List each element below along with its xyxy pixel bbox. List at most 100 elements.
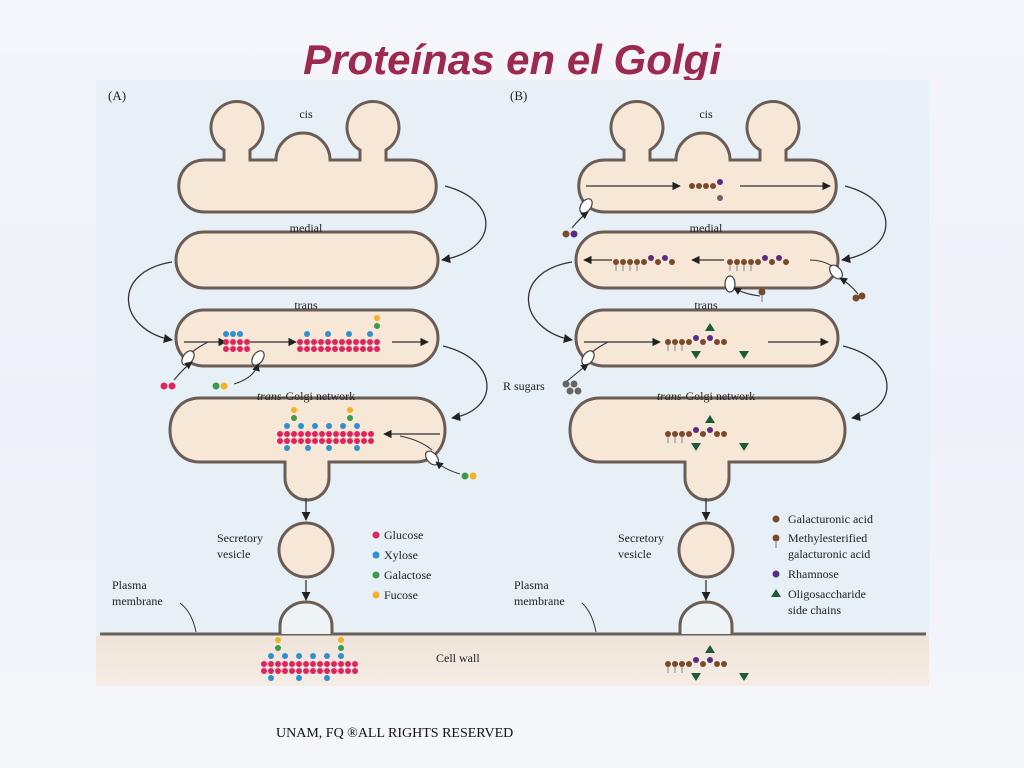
fucose-dot — [469, 472, 477, 480]
galacturonic-unit — [641, 259, 647, 265]
galacturonic-unit — [710, 183, 716, 189]
glucose-unit — [324, 661, 330, 667]
arrow-medial-to-trans-a — [127, 261, 173, 343]
trans-label-a: trans — [294, 298, 318, 312]
methyl-galacturonic-unit — [679, 431, 685, 437]
galactose-dot — [461, 472, 469, 480]
methyl-galacturonic-unit — [665, 661, 671, 667]
glucose-unit — [374, 339, 380, 345]
oligosaccharide-triangle — [691, 443, 701, 451]
glucose-unit — [368, 431, 374, 437]
legend-glucose-dot — [372, 531, 380, 539]
oligosaccharide-triangle — [691, 351, 701, 359]
galactose-unit — [338, 645, 344, 651]
oligosaccharide-triangle — [739, 351, 749, 359]
galacturonic-unit — [755, 259, 761, 265]
inner-arrow-a-1 — [191, 341, 209, 353]
legend-oligo-triangle — [771, 589, 781, 597]
glucose-unit — [352, 668, 358, 674]
panel-b: (B) cis medial trans trans-Golgi network… — [503, 88, 888, 681]
xyloglucan-chains — [223, 315, 380, 681]
glucose-unit — [298, 438, 304, 444]
plasma-label-b-2: membrane — [514, 594, 565, 608]
glucose-unit — [291, 438, 297, 444]
glucose-unit — [331, 661, 337, 667]
glucose-dot — [160, 382, 168, 390]
glucose-unit — [333, 431, 339, 437]
secretory-label-b-2: vesicle — [618, 547, 651, 561]
arrow-trans-to-tgn-b — [842, 345, 888, 422]
rhamnose-unit — [776, 255, 782, 261]
slide-title: Proteínas en el Golgi — [303, 36, 721, 83]
glucose-unit — [353, 346, 359, 352]
rhamnose-unit — [707, 335, 713, 341]
oligosaccharide-triangle — [705, 645, 715, 653]
galacturonic-unit — [721, 431, 727, 437]
trans-cisterna-a — [174, 308, 440, 368]
glucose-unit — [346, 339, 352, 345]
fucose-dot — [220, 382, 228, 390]
uptake-arrow-b-1 — [571, 211, 589, 229]
glucose-unit — [277, 438, 283, 444]
xylose-unit — [304, 331, 310, 337]
galacturonic-unit — [696, 183, 702, 189]
xylose-unit — [296, 653, 302, 659]
plasma-label-a-2: membrane — [112, 594, 163, 608]
methyl-galacturonic-unit — [665, 431, 671, 437]
xylose-unit — [230, 331, 236, 337]
glucose-unit — [268, 668, 274, 674]
glucose-unit — [289, 661, 295, 667]
glucose-unit — [237, 346, 243, 352]
legend-xylose: Xylose — [384, 548, 418, 562]
methyl-galacturonic-unit — [620, 259, 626, 265]
r-sugar-dot — [562, 380, 570, 388]
panel-a-label: (A) — [108, 88, 126, 103]
glucose-unit — [340, 431, 346, 437]
uptake-arrow-b-4 — [565, 363, 589, 383]
secretory-label-a-1: Secretory — [217, 531, 263, 545]
methyl-galacturonic-unit — [679, 661, 685, 667]
glucose-dot — [168, 382, 176, 390]
glucose-unit — [346, 346, 352, 352]
fucose-unit — [347, 407, 353, 413]
exocytosis-bump-a — [278, 600, 334, 634]
rhamnose-unit — [707, 657, 713, 663]
r-sugars-label: R sugars — [503, 379, 545, 393]
legend-rhamnose-dot — [772, 570, 780, 578]
rhamnose-unit — [707, 427, 713, 433]
galactose-unit — [347, 415, 353, 421]
r-sugar-dot — [717, 195, 723, 201]
inner-arrow-a-2 — [399, 435, 433, 451]
oligosaccharide-triangle — [739, 673, 749, 681]
glucose-unit — [312, 438, 318, 444]
glucose-unit — [311, 346, 317, 352]
galacturonic-unit — [714, 339, 720, 345]
plasma-label-b-1: Plasma — [514, 578, 549, 592]
xylose-unit — [310, 653, 316, 659]
glucose-unit — [303, 668, 309, 674]
legend-galacturonic-dot — [772, 515, 780, 523]
uptake-arrow-b-2 — [839, 277, 859, 295]
glucose-unit — [305, 431, 311, 437]
arrow-cis-to-medial-b — [841, 185, 887, 264]
glucose-unit — [345, 661, 351, 667]
galacturonic-unit — [703, 183, 709, 189]
xylose-unit — [284, 445, 290, 451]
glucose-unit — [360, 339, 366, 345]
galacturonic-unit — [689, 183, 695, 189]
glucose-unit — [261, 661, 267, 667]
arrow-trans-to-tgn-a — [442, 345, 488, 422]
rhamnose-unit — [662, 255, 668, 261]
glucose-unit — [230, 339, 236, 345]
glucose-unit — [318, 346, 324, 352]
galacturonic-unit — [721, 661, 727, 667]
galacturonic-dot — [852, 294, 860, 302]
plasma-leader-a — [179, 602, 197, 633]
xylose-unit — [325, 331, 331, 337]
methyl-galacturonic-unit — [613, 259, 619, 265]
glucose-unit — [223, 339, 229, 345]
galacturonic-unit — [686, 661, 692, 667]
exocytosis-bump-b — [678, 600, 734, 634]
galacturonic-unit — [700, 431, 706, 437]
